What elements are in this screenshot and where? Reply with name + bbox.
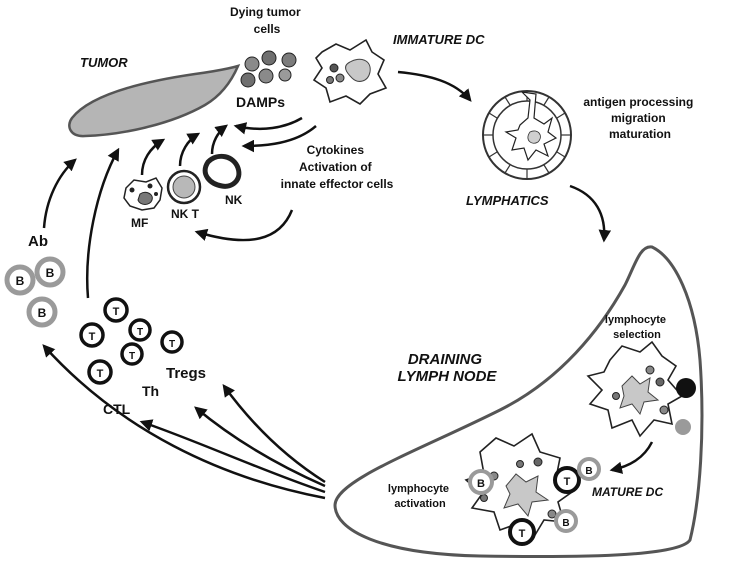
- lymphocyte-selection-label: lymphocyte selection: [605, 314, 669, 341]
- dying-tumor-cells-label: Dying tumor cells: [230, 5, 304, 36]
- svg-text:T: T: [113, 306, 120, 318]
- nk-cell: [202, 153, 242, 189]
- arrow-node-to-ctl: [139, 419, 326, 494]
- lymph-node-b-cell-2: B: [577, 457, 601, 481]
- draining-lymph-node-label: DRAINING LYMPH NODE: [398, 351, 498, 385]
- antigen-processing-label: antigen processing migration maturation: [583, 95, 696, 141]
- t-cell-5: T: [120, 342, 144, 366]
- lymphatic-vessel: [482, 90, 572, 180]
- mature-dc-cell: [464, 432, 574, 542]
- lymphocyte-activation-label: lymphocyte activation: [388, 483, 452, 510]
- nk-label: NK: [225, 193, 243, 207]
- lymph-node-t-cell-1: T: [553, 466, 581, 494]
- selecting-dc-cell: [586, 340, 684, 438]
- svg-text:B: B: [46, 266, 55, 280]
- b-cell-3: B: [26, 296, 58, 328]
- arrow-cytokines-to-tumor: [241, 125, 317, 153]
- arrow-node-to-b-cells: [42, 344, 326, 500]
- tumor-label: TUMOR: [80, 55, 128, 70]
- mature-dc-label: MATURE DC: [592, 485, 663, 499]
- nkt-label: NK T: [171, 207, 200, 221]
- mf-label: MF: [131, 216, 148, 230]
- lymph-node-b-cell-1: B: [468, 469, 494, 495]
- t-cell-2: T: [79, 322, 105, 348]
- tumor-shape: [68, 64, 241, 138]
- damps-cluster: [240, 50, 297, 88]
- svg-text:T: T: [129, 351, 135, 362]
- flow-arrows: [42, 70, 654, 500]
- svg-text:T: T: [89, 331, 96, 343]
- t-cell-6: T: [87, 359, 113, 385]
- cytokines-label: Cytokines Activation of innate effector …: [281, 143, 394, 191]
- t-cell-1: T: [103, 297, 129, 323]
- arrow-tcells-to-tumor: [86, 147, 120, 299]
- lymph-node-outline: [333, 245, 704, 559]
- svg-text:T: T: [519, 528, 526, 540]
- arrow-mf-to-tumor: [140, 138, 166, 176]
- svg-text:B: B: [477, 478, 485, 490]
- tregs-label: Tregs: [166, 365, 206, 382]
- immature-dc-cell: [312, 38, 388, 105]
- selected-lymphocyte-grey: [675, 419, 691, 435]
- arrow-ab-to-tumor: [42, 158, 77, 229]
- lymphatics-label: LYMPHATICS: [466, 193, 549, 208]
- svg-text:B: B: [38, 306, 47, 320]
- arrow-nkt-to-tumor: [178, 132, 201, 167]
- b-cell-1: B: [4, 264, 36, 296]
- nkt-cell: [166, 169, 202, 205]
- svg-text:B: B: [585, 466, 592, 477]
- arrow-lymphatics-to-node: [569, 184, 612, 243]
- arrow-nk-to-tumor: [210, 124, 228, 155]
- immature-dc-label: IMMATURE DC: [393, 32, 485, 47]
- ab-label: Ab: [28, 233, 48, 250]
- t-cell-4: T: [160, 330, 184, 354]
- arrow-cytokines-to-innate: [194, 209, 294, 242]
- svg-text:B: B: [16, 274, 25, 288]
- th-label: Th: [142, 383, 159, 399]
- t-cell-3: T: [128, 318, 152, 342]
- svg-text:T: T: [137, 327, 143, 338]
- arrow-selection-to-activation: [609, 441, 654, 474]
- b-cell-2: B: [34, 256, 66, 288]
- selected-lymphocyte-black: [676, 378, 696, 398]
- damps-label: DAMPs: [236, 94, 285, 110]
- lymph-node-b-cell-3: B: [554, 509, 578, 533]
- arrow-node-to-tregs: [222, 383, 326, 484]
- svg-text:T: T: [169, 339, 175, 350]
- svg-text:T: T: [97, 368, 104, 380]
- lymph-node-t-cell-2: T: [508, 518, 536, 546]
- arrow-dc-to-lymphatics: [397, 70, 472, 102]
- svg-text:B: B: [562, 518, 569, 529]
- macrophage-cell: [123, 177, 163, 211]
- arrow-node-to-th: [194, 406, 326, 488]
- svg-text:T: T: [564, 476, 571, 488]
- arrow-damps-to-tumor: [233, 116, 303, 135]
